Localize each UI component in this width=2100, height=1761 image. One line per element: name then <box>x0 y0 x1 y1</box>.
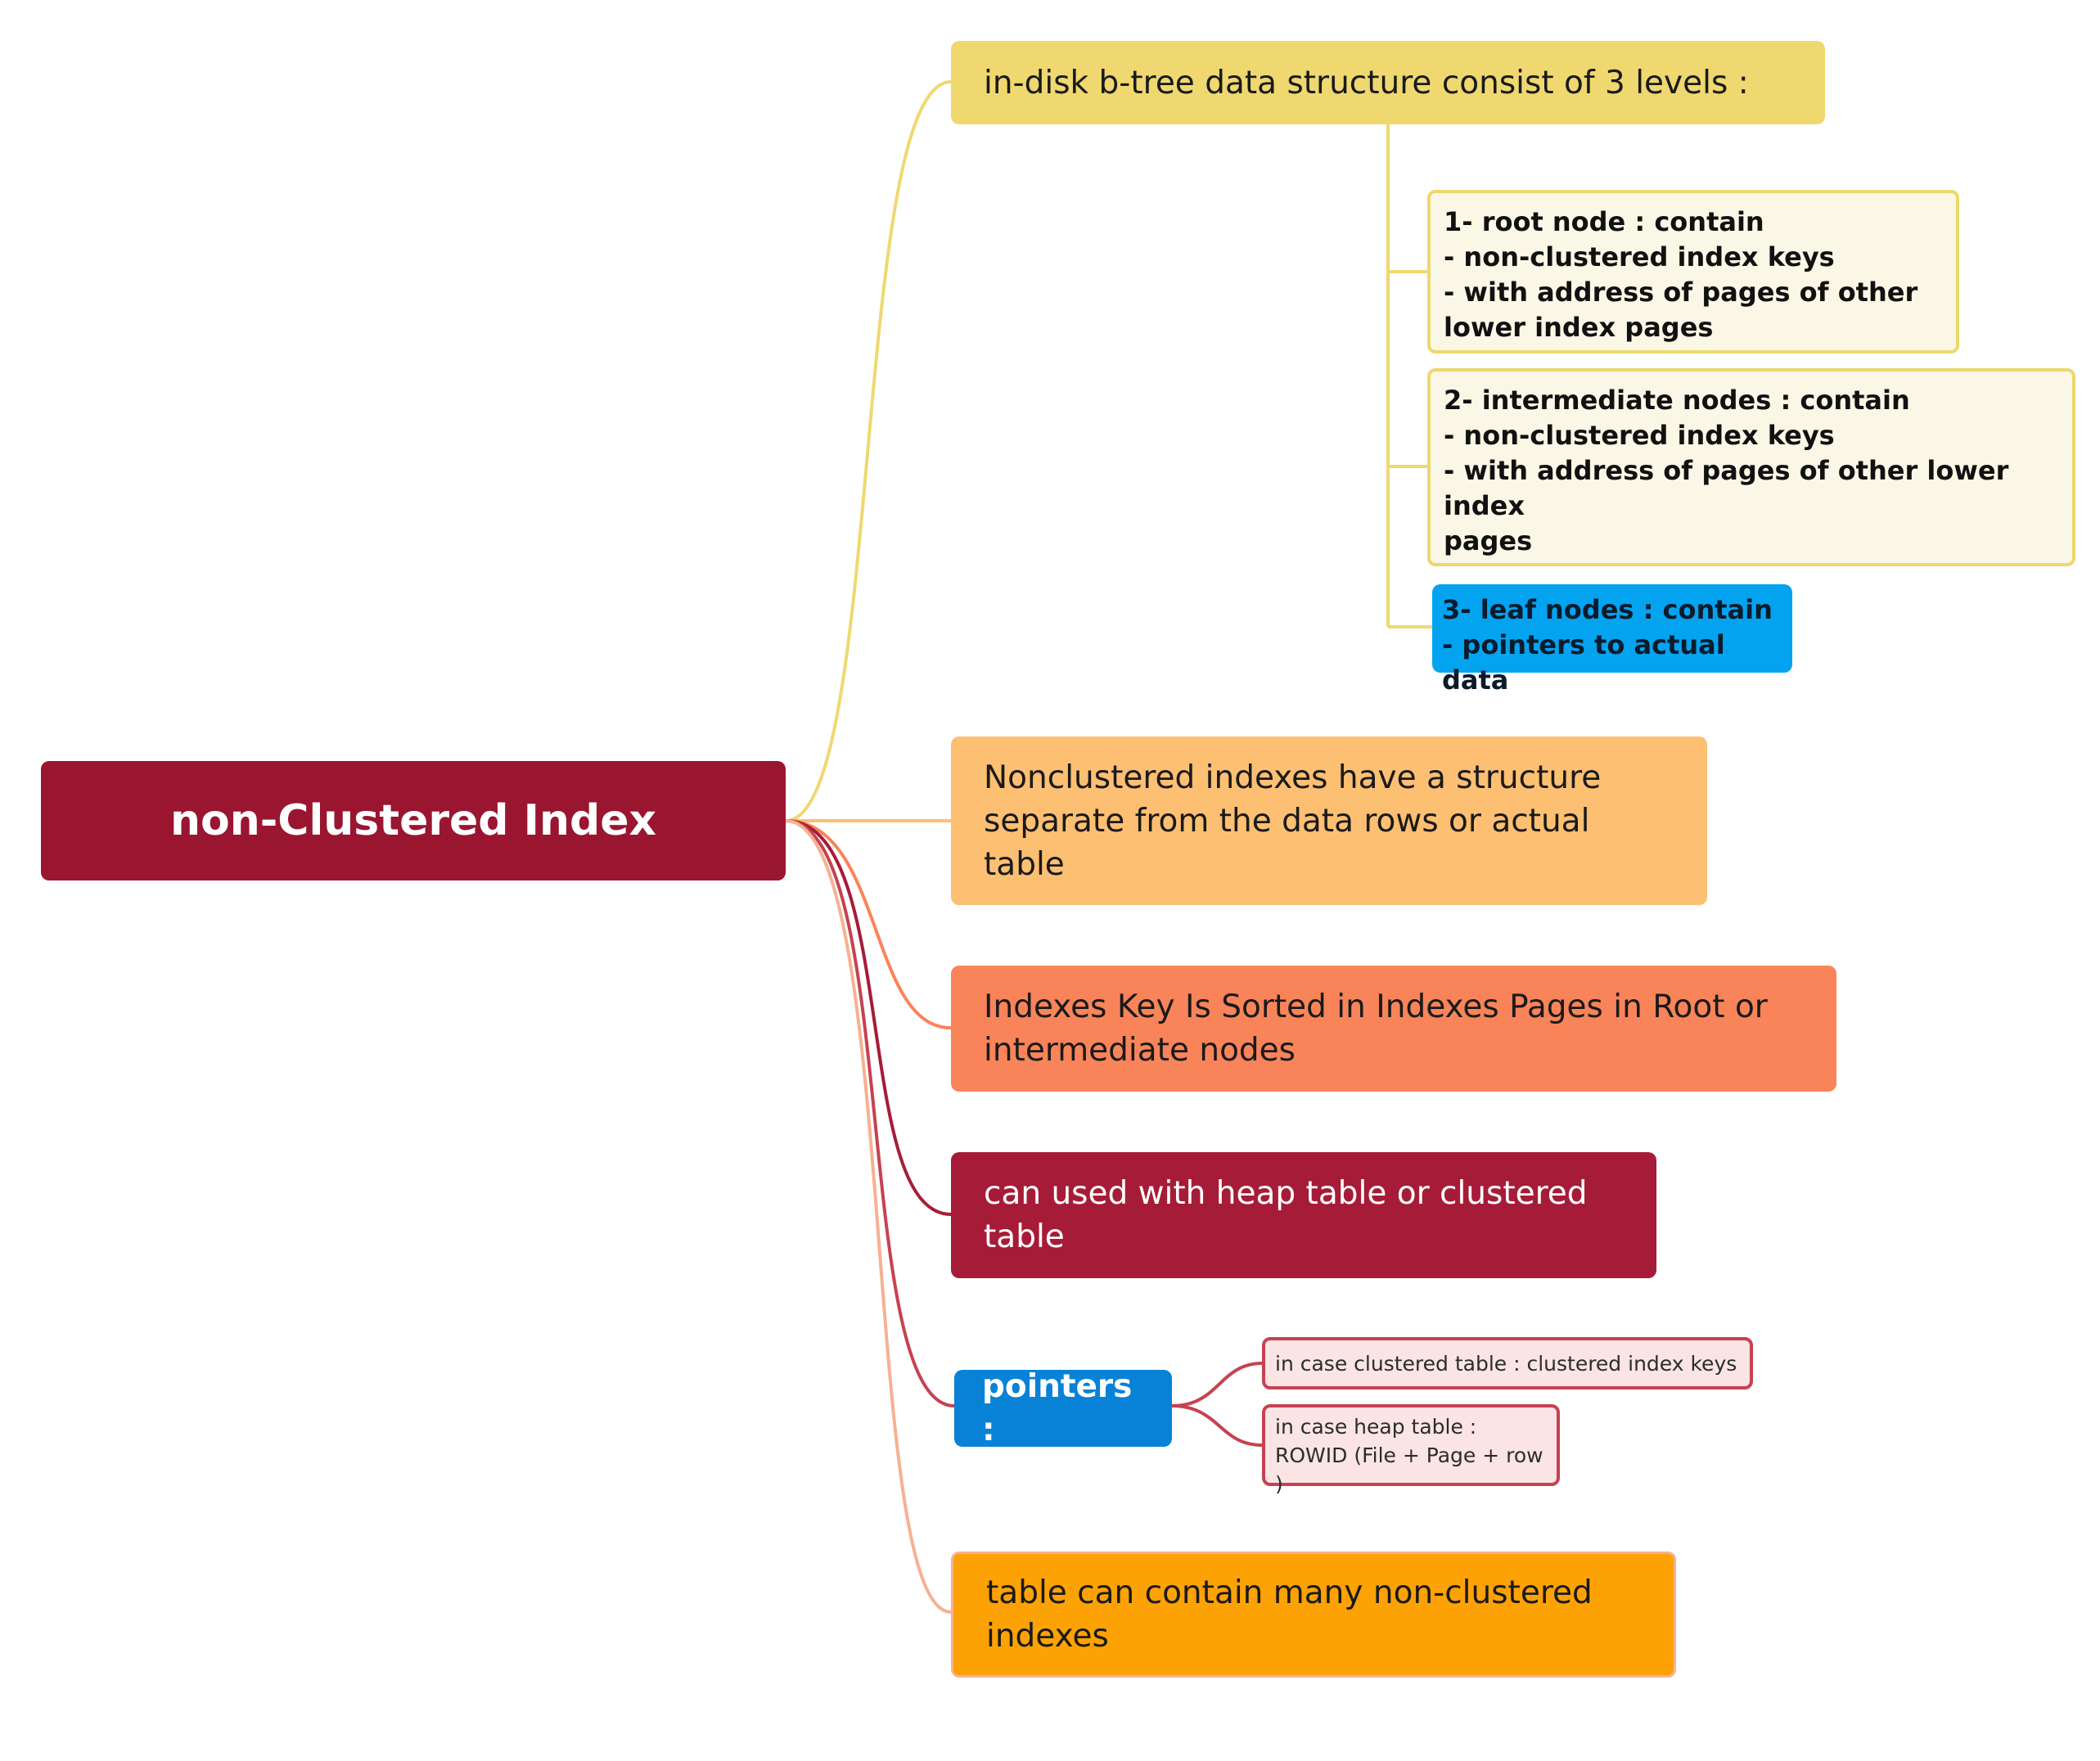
topic-label: Nonclustered indexes have a structure se… <box>984 759 1602 883</box>
pointer-heap-table[interactable]: in case heap table : ROWID (File + Page … <box>1262 1404 1560 1496</box>
connector-root-to-btree <box>785 80 952 822</box>
connector-root-to-pointers <box>785 819 955 1407</box>
level-intermediate-nodes[interactable]: 2- intermediate nodes : contain - non-cl… <box>1427 368 2075 566</box>
pointer-label: in case clustered table : clustered inde… <box>1275 1351 1737 1376</box>
level-root-node[interactable]: 1- root node : contain - non-clustered i… <box>1427 190 1959 354</box>
level-leaf-nodes[interactable]: 3- leaf nodes : contain - pointers to ac… <box>1432 584 1792 696</box>
topic-btree-levels[interactable]: in-disk b-tree data structure consist of… <box>951 41 1825 124</box>
connector-root-to-many <box>785 819 952 1614</box>
connector-root-to-heap <box>785 819 952 1216</box>
level-label: 3- leaf nodes : contain - pointers to ac… <box>1442 594 1773 696</box>
pointer-clustered-table[interactable]: in case clustered table : clustered inde… <box>1262 1337 1753 1389</box>
topic-many-indexes[interactable]: table can contain many non-clustered ind… <box>951 1552 1676 1678</box>
topic-label: Indexes Key Is Sorted in Indexes Pages i… <box>984 989 1768 1069</box>
topic-heap-or-clustered[interactable]: can used with heap table or clustered ta… <box>951 1152 1656 1278</box>
topic-keys-sorted[interactable]: Indexes Key Is Sorted in Indexes Pages i… <box>951 966 1836 1092</box>
connector-pointer-2 <box>1171 1404 1263 1447</box>
connector-root-to-sorted <box>785 819 952 1029</box>
central-topic-label: non-Clustered Index <box>169 796 657 845</box>
central-topic[interactable]: non-Clustered Index <box>41 761 786 880</box>
level-label: 2- intermediate nodes : contain - non-cl… <box>1444 385 2009 556</box>
topic-label: in-disk b-tree data structure consist of… <box>984 64 1749 101</box>
topic-separate-structure[interactable]: Nonclustered indexes have a structure se… <box>951 736 1707 905</box>
topic-label: can used with heap table or clustered ta… <box>984 1175 1588 1255</box>
topic-label: table can contain many non-clustered ind… <box>986 1574 1593 1655</box>
topic-pointers[interactable]: pointers : <box>954 1368 1172 1448</box>
pointer-label: in case heap table : ROWID (File + Page … <box>1275 1415 1543 1496</box>
topic-label: pointers : <box>982 1368 1133 1448</box>
level-label: 1- root node : contain - non-clustered i… <box>1444 206 1918 343</box>
connector-pointer-1 <box>1171 1362 1263 1407</box>
